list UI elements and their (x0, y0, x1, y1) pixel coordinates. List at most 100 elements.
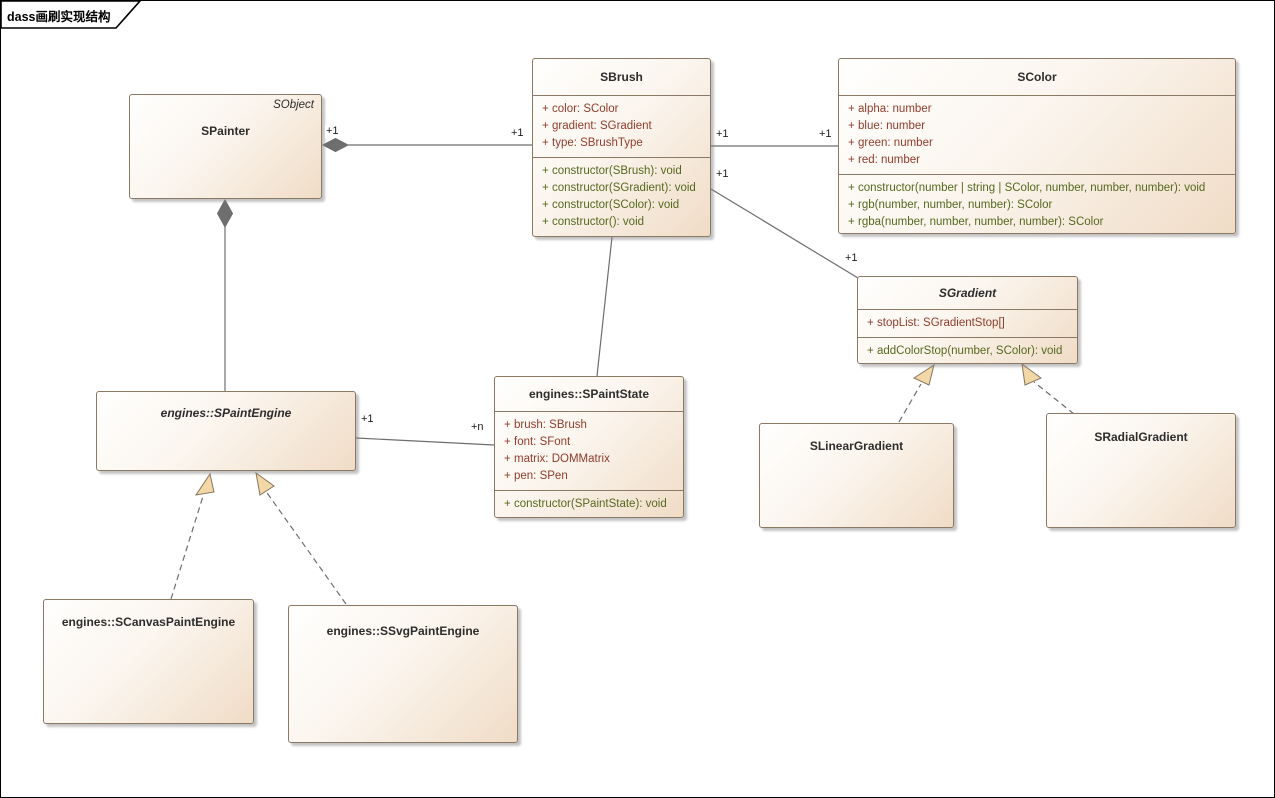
visibility-public: + (848, 154, 855, 166)
class-name: engines::SPaintEngine (160, 406, 292, 420)
edge-ssvgpaintengine-generalization[interactable] (264, 489, 347, 605)
operation-row: +constructor(): void (533, 214, 710, 231)
edge-slineargradient-generalization[interactable] (898, 383, 922, 423)
operations-compartment: +constructor(SPaintState): void (495, 490, 683, 515)
class-name: engines::SPaintState (528, 387, 650, 401)
attribute-row: +brush: SBrush (495, 417, 683, 434)
generalization-arrow-icon (1021, 362, 1042, 386)
generalization-arrow-icon (912, 363, 935, 386)
visibility-public: + (542, 165, 549, 177)
composition-diamond-icon (321, 137, 350, 153)
attribute-row: +color: SColor (533, 101, 710, 118)
edge-spaintengine-spaintstate[interactable] (355, 437, 495, 446)
class-name: SBrush (600, 70, 643, 84)
multiplicity-label: +1 (510, 127, 525, 140)
operation-text: constructor(SPaintState): void (514, 498, 667, 510)
attribute-row: +stopList: SGradientStop[] (858, 315, 1077, 332)
attribute-row: +gradient: SGradient (533, 118, 710, 135)
multiplicity-label: +1 (715, 168, 730, 181)
class-name: SLinearGradient (809, 439, 904, 453)
visibility-public: + (867, 317, 874, 329)
edge-sradialgradient-generalization[interactable] (1033, 381, 1075, 415)
multiplicity-label: +1 (360, 413, 375, 426)
visibility-public: + (504, 419, 511, 431)
attribute-text: stopList: SGradientStop[] (877, 317, 1005, 329)
attribute-row: +red: number (839, 152, 1235, 169)
class-name: SColor (1017, 70, 1057, 84)
attribute-row: +matrix: DOMMatrix (495, 451, 683, 468)
composition-diamond-icon (216, 198, 234, 229)
operation-row: +rgba(number, number, number, number): S… (839, 214, 1235, 231)
attribute-row: +green: number (839, 135, 1235, 152)
multiplicity-label: +1 (325, 125, 340, 138)
operation-row: +constructor(SColor): void (533, 197, 710, 214)
visibility-public: + (542, 120, 549, 132)
class-spaintstate[interactable]: engines::SPaintState +brush: SBrush +fon… (494, 376, 684, 518)
attribute-text: gradient: SGradient (552, 120, 652, 132)
attributes-compartment: +brush: SBrush +font: SFont +matrix: DOM… (495, 411, 683, 490)
operation-row: +constructor(SGradient): void (533, 180, 710, 197)
visibility-public: + (504, 453, 511, 465)
visibility-public: + (848, 216, 855, 228)
operation-row: +constructor(number | string | SColor, n… (839, 180, 1235, 197)
attribute-row: +blue: number (839, 118, 1235, 135)
visibility-public: + (848, 137, 855, 149)
operation-text: constructor(SBrush): void (552, 165, 682, 177)
frame-tab-shape (1, 1, 142, 29)
attribute-row: +font: SFont (495, 434, 683, 451)
operation-text: constructor(SGradient): void (552, 182, 696, 194)
attribute-row: +pen: SPen (495, 468, 683, 485)
attribute-text: type: SBrushType (552, 137, 643, 149)
class-scanvaspaintengine[interactable]: engines::SCanvasPaintEngine (43, 599, 254, 724)
visibility-public: + (542, 182, 549, 194)
operation-row: +constructor(SBrush): void (533, 163, 710, 180)
class-sbrush[interactable]: SBrush +color: SColor +gradient: SGradie… (532, 58, 711, 237)
class-spainter[interactable]: SObject SPainter (129, 94, 322, 199)
multiplicity-label: +n (470, 421, 485, 434)
attribute-text: alpha: number (858, 103, 932, 115)
attribute-text: font: SFont (514, 436, 571, 448)
multiplicity-label: +1 (715, 128, 730, 141)
attribute-text: green: number (858, 137, 933, 149)
attribute-row: +alpha: number (839, 101, 1235, 118)
visibility-public: + (848, 103, 855, 115)
attribute-text: red: number (858, 154, 921, 166)
visibility-public: + (542, 199, 549, 211)
edge-sbrush-sgradient[interactable] (710, 188, 859, 279)
class-name: SPainter (201, 124, 250, 138)
class-sradialgradient[interactable]: SRadialGradient (1046, 413, 1236, 528)
operation-text: constructor(SColor): void (552, 199, 680, 211)
visibility-public: + (542, 137, 549, 149)
visibility-public: + (848, 120, 855, 132)
visibility-public: + (504, 436, 511, 448)
multiplicity-label: +1 (818, 128, 833, 141)
operation-row: +rgb(number, number, number): SColor (839, 197, 1235, 214)
attribute-text: color: SColor (552, 103, 619, 115)
operation-text: constructor(number | string | SColor, nu… (858, 182, 1206, 194)
attribute-text: matrix: DOMMatrix (514, 453, 610, 465)
class-sgradient[interactable]: SGradient +stopList: SGradientStop[] +ad… (857, 276, 1078, 364)
operation-text: addColorStop(number, SColor): void (877, 345, 1063, 357)
operations-compartment: +constructor(SBrush): void +constructor(… (533, 157, 710, 233)
class-slineargradient[interactable]: SLinearGradient (759, 423, 954, 528)
stereotype-label: SObject (273, 99, 314, 111)
visibility-public: + (504, 470, 511, 482)
class-name: SRadialGradient (1094, 430, 1188, 444)
operation-row: +addColorStop(number, SColor): void (858, 343, 1077, 360)
class-spaintengine[interactable]: engines::SPaintEngine (96, 391, 356, 471)
operation-row: +constructor(SPaintState): void (495, 496, 683, 513)
operations-compartment: +addColorStop(number, SColor): void (858, 337, 1077, 362)
visibility-public: + (542, 216, 549, 228)
attributes-compartment: +alpha: number +blue: number +green: num… (839, 95, 1235, 174)
edge-scanvaspaintengine-generalization[interactable] (170, 492, 205, 600)
class-ssvgpaintengine[interactable]: engines::SSvgPaintEngine (288, 605, 518, 743)
multiplicity-label: +1 (844, 252, 859, 265)
visibility-public: + (848, 182, 855, 194)
operation-text: rgb(number, number, number): SColor (858, 199, 1053, 211)
visibility-public: + (848, 199, 855, 211)
edge-sbrush-spaintstate[interactable] (596, 236, 613, 377)
class-name: engines::SSvgPaintEngine (326, 624, 480, 638)
class-scolor[interactable]: SColor +alpha: number +blue: number +gre… (838, 58, 1236, 234)
